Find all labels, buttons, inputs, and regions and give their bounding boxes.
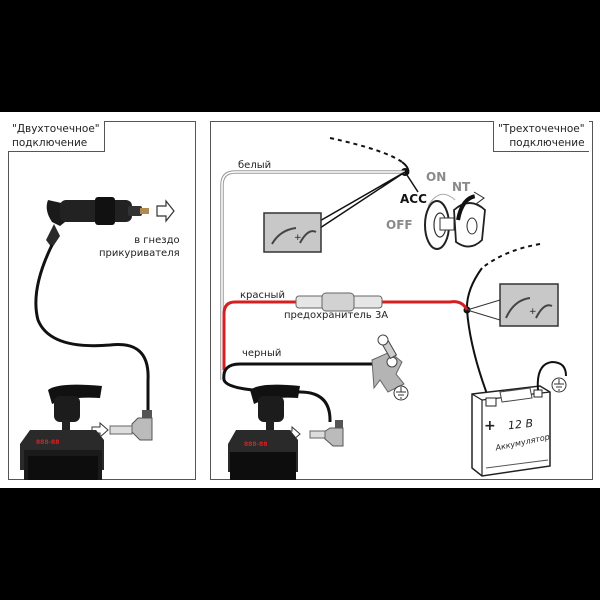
dashcam-device-right (228, 384, 300, 480)
wire-red-label: красный (240, 290, 285, 301)
device-display-left: 888-88 (36, 439, 60, 446)
ignition-on-label: ON (426, 170, 447, 184)
top-black-bar (0, 0, 600, 112)
battery-icon (471, 385, 551, 477)
three-point-title-line2: подключение (509, 137, 585, 149)
battery-voltage-label: 12 В (507, 416, 534, 433)
splice-connector-icon-1: + (263, 212, 322, 253)
device-display-right: 888-88 (244, 441, 268, 448)
svg-text:+: + (529, 307, 537, 317)
two-point-title: "Двухточечное" подключение (8, 121, 105, 152)
two-point-title-line2: подключение (12, 137, 88, 149)
ignition-lock-icon (424, 191, 486, 250)
ignition-off-label: OFF (386, 218, 413, 232)
two-point-panel (8, 121, 196, 480)
three-point-title: "Трехточечное" подключение (493, 121, 589, 152)
socket-label-line1: в гнездо (134, 235, 180, 246)
fuse-label: предохранитель 3А (284, 310, 389, 321)
svg-text:+: + (294, 233, 302, 243)
ground-symbol-icon-2 (551, 377, 567, 393)
diagram-area: "Двухточечное" подключение "Трехточечное… (0, 112, 600, 488)
arrow-right-icon (156, 199, 175, 223)
cigarette-plug-icon (46, 197, 149, 248)
socket-label: в гнездо прикуривателя (99, 234, 180, 260)
two-point-title-line1: "Двухточечное" (12, 123, 100, 135)
ground-bolt-icon (371, 334, 405, 393)
bottom-black-bar (0, 488, 600, 600)
ignition-nt-label: NT (452, 180, 471, 194)
wire-black-label: черный (242, 348, 282, 359)
socket-label-line2: прикуривателя (99, 248, 180, 259)
black-wire (222, 362, 386, 422)
wiring-graphics: + + (20, 137, 567, 480)
ignition-acc-label: ACC (400, 192, 427, 206)
three-point-title-line1: "Трехточечное" (498, 123, 585, 135)
ground-symbol-icon-1 (393, 385, 409, 401)
red-wire (380, 300, 469, 311)
plug-cable (34, 244, 150, 415)
fuse-icon (295, 292, 383, 312)
splice-connector-icon-2: + (499, 283, 559, 327)
wire-white-label: белый (238, 160, 272, 171)
dashcam-device-left (20, 384, 104, 480)
battery-plus-label: + (484, 418, 496, 434)
